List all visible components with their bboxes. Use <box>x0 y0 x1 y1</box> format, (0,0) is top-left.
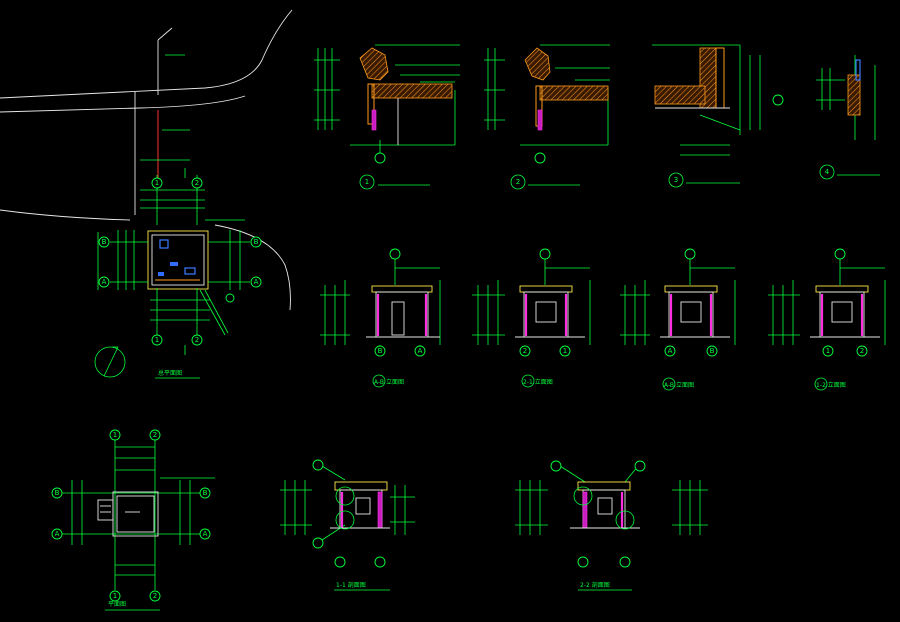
elevation-2-title: 2-1 立面图 <box>523 378 553 386</box>
elevation-1: B A A-B 立面图 <box>320 248 441 388</box>
elev4-axis-1: 1 <box>826 347 830 355</box>
axis-a-right: A <box>254 278 259 286</box>
elev1-axis-b: B <box>378 347 383 355</box>
elev1-axis-a: A <box>418 347 423 355</box>
fp-axis-b-right: B <box>203 489 208 497</box>
axis-b-left: B <box>102 238 107 246</box>
elevation-3-title: A-B 立面图 <box>664 381 694 389</box>
detail-4: 4 <box>816 55 880 180</box>
axis-1-top: 1 <box>155 179 159 187</box>
section-1-title: 1-1 剖面图 <box>336 581 366 589</box>
detail-1-number: 1 <box>365 178 369 186</box>
section-2-2: 2-2 剖面图 <box>515 460 708 591</box>
floor-plan-title: 平面图 <box>108 601 126 608</box>
detail-3: 3 <box>652 44 784 188</box>
elev3-axis-a: A <box>668 347 673 355</box>
fp-axis-a-left: A <box>55 530 60 538</box>
detail-4-number: 4 <box>825 168 830 176</box>
elev3-axis-b: B <box>710 347 715 355</box>
site-plan-title: 总平面图 <box>158 369 182 377</box>
fp-axis-2-top: 2 <box>153 431 157 439</box>
axis-2-bottom: 2 <box>195 336 199 344</box>
axis-1-bottom: 1 <box>155 336 159 344</box>
fp-axis-1-bottom: 1 <box>113 592 117 600</box>
elevation-2: 2 1 2-1 立面图 <box>472 248 591 388</box>
elevation-4: 1 2 1-2 立面图 <box>768 248 886 391</box>
fp-axis-2-bottom: 2 <box>153 592 157 600</box>
detail-3-number: 3 <box>674 176 678 184</box>
site-plan: B A B A 1 2 1 2 总平面图 <box>0 9 293 379</box>
axis-a-left: A <box>102 278 107 286</box>
fp-axis-a-right: A <box>203 530 208 538</box>
axis-b-right: B <box>254 238 259 246</box>
elev2-axis-2: 2 <box>523 347 527 355</box>
axis-2-top: 2 <box>195 179 199 187</box>
elevation-4-title: 1-2 立面图 <box>816 381 846 389</box>
elev2-axis-1: 1 <box>563 347 567 355</box>
fp-axis-b-left: B <box>55 489 60 497</box>
fp-axis-1-top: 1 <box>113 431 117 439</box>
detail-2-number: 2 <box>516 178 520 186</box>
detail-1: 1 <box>314 44 460 190</box>
north-arrow-icon <box>94 346 126 378</box>
floor-plan: 1 2 1 2 B A B A 平面图 <box>51 429 215 611</box>
elevation-3: A B A-B 立面图 <box>620 248 736 391</box>
detail-2: 2 <box>484 44 610 190</box>
elev4-axis-2: 2 <box>860 347 864 355</box>
elevation-1-title: A-B 立面图 <box>374 378 404 386</box>
section-2-title: 2-2 剖面图 <box>580 581 610 589</box>
section-1-1: 1-1 剖面图 <box>280 459 415 591</box>
